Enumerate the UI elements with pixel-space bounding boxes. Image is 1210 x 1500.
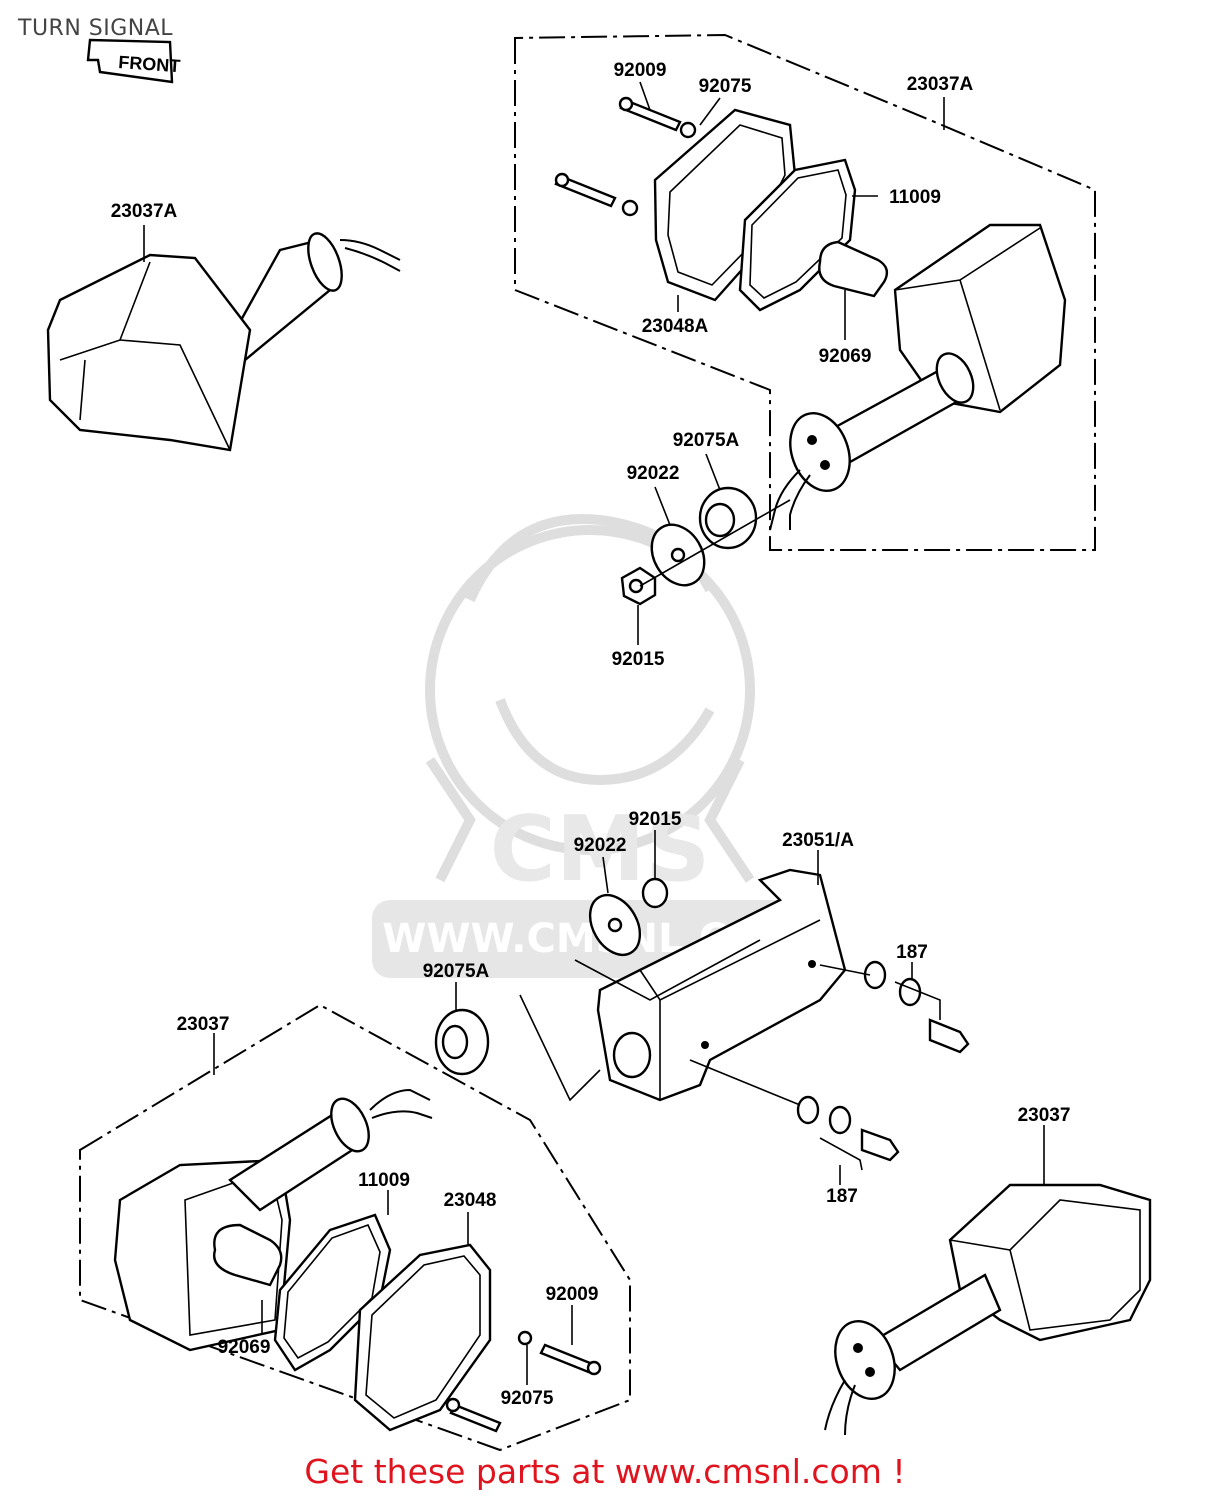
callout-92075A-top: 92075A [673, 430, 740, 451]
callout-23048A: 23048A [642, 316, 709, 337]
callout-23037-left: 23037 [177, 1014, 230, 1035]
callout-23051A: 23051/A [782, 830, 854, 851]
callout-23037A-left: 23037A [111, 201, 178, 222]
front-label: FRONT [118, 52, 181, 76]
exploded-group-bottom-left [79, 1003, 631, 1452]
callout-92069-top: 92069 [819, 346, 872, 367]
turn-signal-bottom-right [824, 1183, 1152, 1436]
callout-23048: 23048 [444, 1190, 497, 1211]
callout-labels: 23037A 23037A 92009 92075 11009 23048A 9… [111, 60, 1071, 1409]
bracket-assembly [434, 868, 970, 1171]
callout-92075-top: 92075 [699, 76, 752, 97]
footer-link-text[interactable]: Get these parts at www.cmsnl.com ! [304, 1452, 906, 1491]
callout-92009-bottom: 92009 [546, 1284, 599, 1305]
callout-187-upper: 187 [896, 942, 928, 963]
watermark-letters: CMS [490, 797, 710, 902]
callout-92075A-mid: 92075A [423, 961, 490, 982]
page-title: TURN SIGNAL [18, 16, 174, 41]
exploded-group-top-right [514, 33, 1096, 606]
callout-92022-mid: 92022 [574, 835, 627, 856]
turn-signal-top-left [46, 232, 401, 452]
callout-11009-bottom: 11009 [358, 1170, 410, 1191]
callout-11009-top: 11009 [889, 187, 941, 208]
callout-187-lower: 187 [826, 1186, 858, 1207]
callout-92075-bottom: 92075 [501, 1388, 554, 1409]
callout-92015-top: 92015 [612, 649, 665, 670]
callout-92022-top: 92022 [627, 463, 680, 484]
front-arrow-icon: FRONT [86, 38, 181, 84]
callout-92069-bottom: 92069 [218, 1337, 271, 1358]
callout-23037-right: 23037 [1018, 1105, 1071, 1126]
leader-lines [143, 81, 1045, 1385]
callout-92009-top: 92009 [614, 60, 667, 81]
callout-92015-mid: 92015 [629, 809, 682, 830]
callout-23037A-top: 23037A [907, 74, 974, 95]
